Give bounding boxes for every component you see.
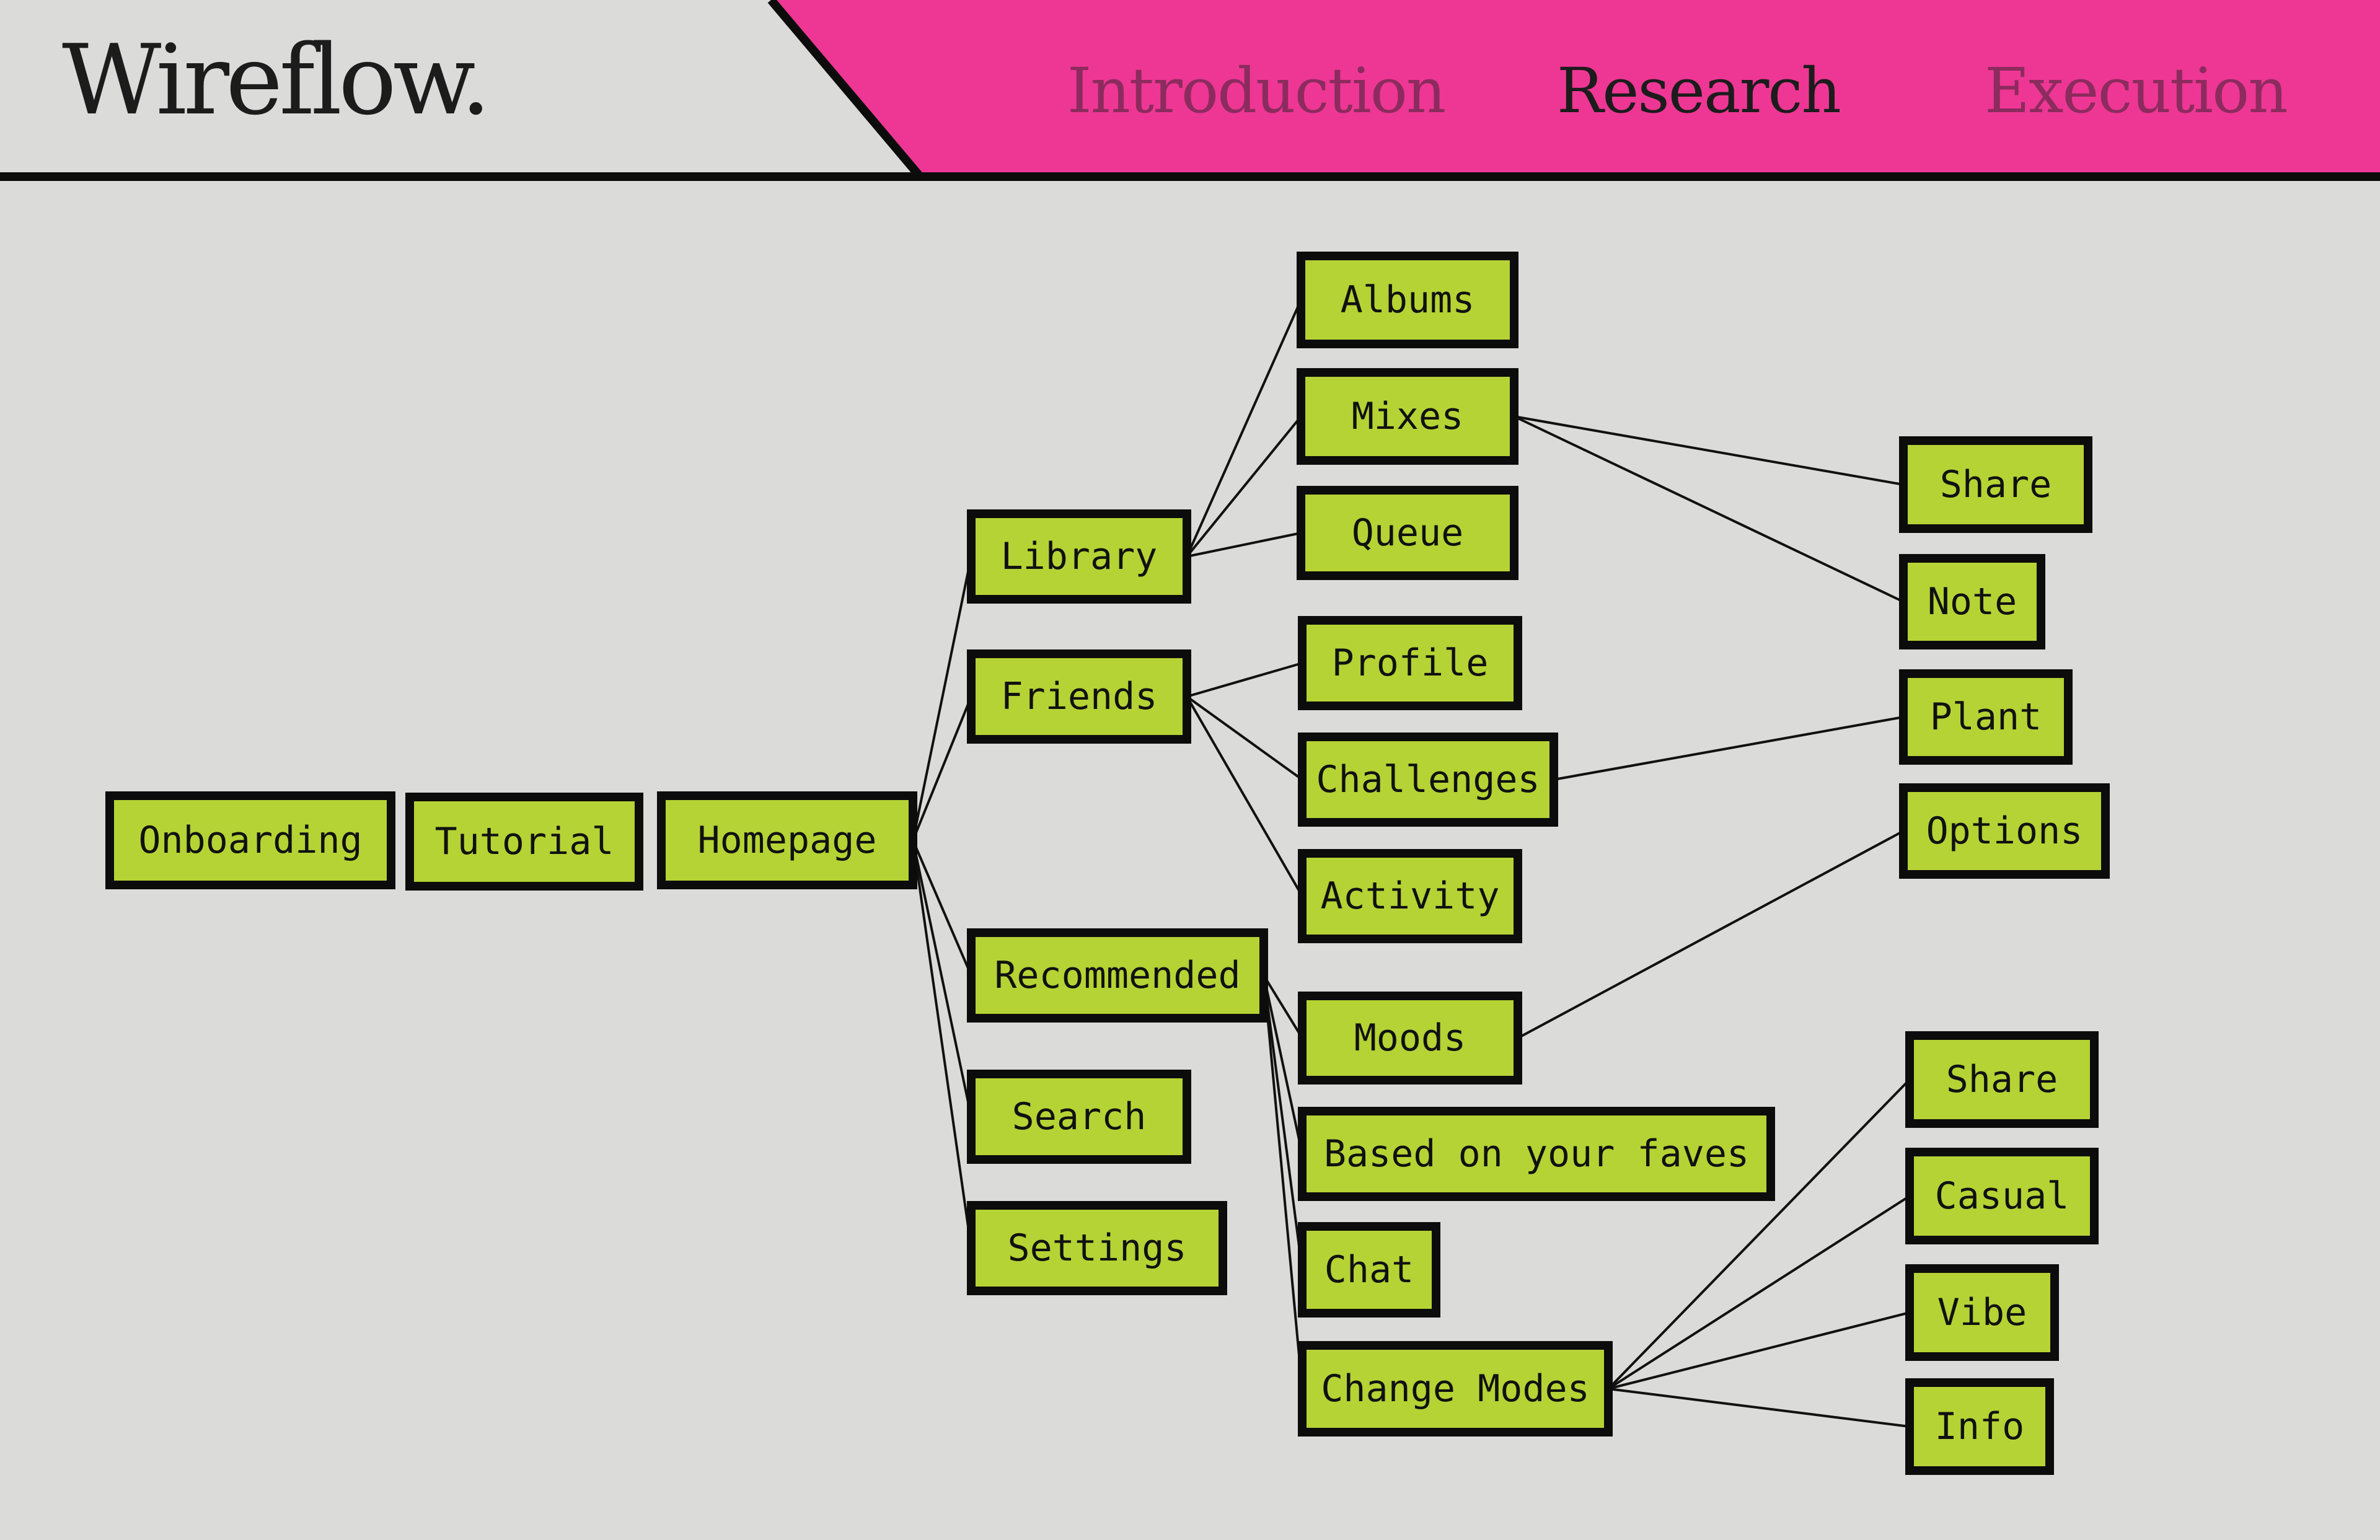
- node-mixes[interactable]: Mixes: [1297, 368, 1518, 465]
- node-library[interactable]: Library: [967, 509, 1191, 604]
- connector-homepage-to-search: [912, 840, 972, 1117]
- node-albums[interactable]: Albums: [1297, 252, 1518, 348]
- connector-recommended-to-change-modes: [1263, 975, 1303, 1389]
- node-activity[interactable]: Activity: [1298, 849, 1522, 943]
- connector-change-modes-to-share-2: [1607, 1078, 1911, 1390]
- connector-homepage-to-library: [912, 556, 972, 841]
- node-note[interactable]: Note: [1899, 554, 2045, 649]
- nav-tab-research[interactable]: Research: [1557, 55, 1841, 127]
- connector-change-modes-to-casual: [1607, 1195, 1911, 1390]
- connector-library-to-albums: [1186, 299, 1302, 557]
- header-background: [0, 0, 2380, 181]
- nav-tab-introduction[interactable]: Introduction: [1067, 55, 1446, 127]
- header: Wireflow. Introduction Research Executio…: [0, 0, 2380, 186]
- node-search[interactable]: Search: [967, 1070, 1191, 1164]
- node-based-on-your-faves[interactable]: Based on your faves: [1298, 1107, 1775, 1201]
- connector-library-to-queue: [1186, 532, 1302, 558]
- connector-friends-to-challenges: [1186, 695, 1303, 781]
- connector-homepage-to-friends: [912, 696, 972, 841]
- header-accent-band: [775, 0, 2380, 175]
- node-onboarding[interactable]: Onboarding: [105, 791, 395, 889]
- node-recommended[interactable]: Recommended: [967, 928, 1268, 1023]
- node-friends[interactable]: Friends: [967, 649, 1191, 744]
- connector-recommended-to-moods: [1263, 974, 1303, 1039]
- connector-friends-to-activity: [1186, 695, 1303, 897]
- node-moods[interactable]: Moods: [1298, 992, 1522, 1085]
- node-share-2[interactable]: Share: [1905, 1031, 2099, 1128]
- connector-mixes-to-note: [1514, 415, 1904, 603]
- connector-recommended-to-based-on-your-faves: [1263, 975, 1303, 1155]
- connector-library-to-mixes: [1186, 415, 1302, 558]
- node-queue[interactable]: Queue: [1297, 486, 1518, 580]
- node-info[interactable]: Info: [1905, 1378, 2054, 1475]
- header-diagonal-divider: [767, 0, 922, 178]
- connector-mixes-to-share-1: [1514, 415, 1904, 486]
- nav-tab-execution[interactable]: Execution: [1985, 55, 2288, 127]
- connector-challenges-to-plant: [1553, 716, 1904, 781]
- node-options[interactable]: Options: [1899, 783, 2110, 879]
- brand-logo: Wireflow.: [62, 24, 491, 136]
- node-plant[interactable]: Plant: [1899, 669, 2073, 765]
- node-vibe[interactable]: Vibe: [1905, 1264, 2059, 1361]
- connector-friends-to-profile: [1186, 662, 1303, 698]
- node-casual[interactable]: Casual: [1905, 1148, 2099, 1244]
- connector-homepage-to-settings: [912, 840, 972, 1249]
- node-settings[interactable]: Settings: [967, 1201, 1227, 1295]
- node-challenges[interactable]: Challenges: [1298, 733, 1558, 827]
- node-profile[interactable]: Profile: [1298, 616, 1522, 710]
- connector-homepage-to-recommended: [912, 840, 972, 976]
- connector-change-modes-to-vibe: [1608, 1311, 1910, 1390]
- connector-change-modes-to-info: [1608, 1388, 1910, 1428]
- node-chat[interactable]: Chat: [1298, 1222, 1440, 1318]
- node-tutorial[interactable]: Tutorial: [405, 793, 643, 891]
- connector-moods-to-options: [1517, 830, 1904, 1039]
- node-change-modes[interactable]: Change Modes: [1298, 1341, 1613, 1437]
- node-homepage[interactable]: Homepage: [657, 791, 917, 889]
- node-share-1[interactable]: Share: [1899, 436, 2092, 533]
- connector-recommended-to-chat: [1263, 975, 1303, 1270]
